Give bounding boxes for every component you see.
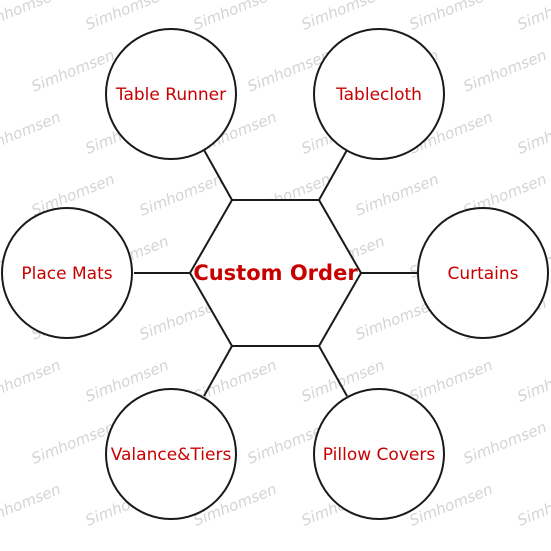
node-valance-tiers: Valance&Tiers [105, 388, 237, 520]
connector-table-runner [203, 149, 233, 201]
node-pillow-covers-label: Pillow Covers [323, 445, 436, 465]
connector-valance-tiers [203, 345, 233, 397]
node-place-mats-circle [1, 207, 133, 339]
node-valance-tiers-label: Valance&Tiers [111, 445, 232, 465]
node-table-runner-label: Table Runner [115, 85, 226, 105]
node-valance-tiers-circle [105, 388, 237, 520]
node-tablecloth-label: Tablecloth [335, 85, 422, 105]
node-tablecloth-circle [313, 28, 445, 160]
center-hexagon-shape [188, 199, 363, 347]
node-curtains-label: Curtains [447, 264, 518, 284]
node-table-runner-circle [105, 28, 237, 160]
node-pillow-covers-circle [313, 388, 445, 520]
connectors [134, 149, 417, 397]
node-place-mats: Place Mats [1, 207, 133, 339]
node-place-mats-label: Place Mats [21, 264, 112, 284]
connector-tablecloth [318, 149, 348, 201]
node-curtains: Curtains [417, 207, 549, 339]
center-hexagon: Custom Order [188, 199, 363, 347]
node-tablecloth: Tablecloth [313, 28, 445, 160]
node-table-runner: Table Runner [105, 28, 237, 160]
center-label: Custom Order [193, 261, 358, 285]
node-curtains-circle [417, 207, 549, 339]
node-pillow-covers: Pillow Covers [313, 388, 445, 520]
connector-pillow-covers [318, 345, 348, 397]
